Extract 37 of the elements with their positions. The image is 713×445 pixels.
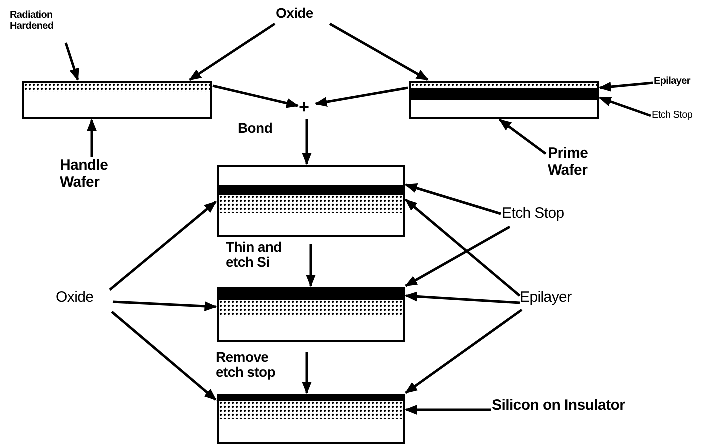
leader-arrow [188, 22, 276, 82]
leader-arrow [405, 199, 521, 297]
wafer-cross-section-drawing [217, 394, 405, 444]
leader-arrow [404, 292, 520, 304]
plus-sign: + [299, 98, 315, 118]
callout-label: Handle Wafer [60, 158, 120, 194]
leader-arrow [329, 22, 430, 82]
leader-arrow [87, 118, 97, 157]
wafer-cross-section-drawing [217, 287, 405, 342]
process-arrow [302, 119, 312, 166]
process-arrow [306, 244, 316, 288]
process-arrow [212, 84, 300, 108]
callout-label: Radiation Hardened [10, 10, 76, 42]
callout-label: Oxide [276, 6, 328, 26]
leader-arrow [109, 201, 217, 291]
wafer-cross-section-drawing [22, 81, 212, 119]
leader-arrow [404, 226, 511, 288]
callout-label: Etch Stop [652, 110, 712, 124]
process-arrow [302, 352, 312, 394]
leader-arrow [64, 42, 80, 82]
leader-arrow [598, 96, 652, 118]
callout-label: Oxide [56, 290, 112, 310]
callout-label: Prime Wafer [548, 146, 604, 182]
leader-arrow [111, 311, 217, 401]
callout-label: Etch Stop [502, 206, 592, 226]
leader-arrow [404, 184, 502, 216]
leader-arrow [404, 308, 523, 394]
leader-arrow [598, 82, 654, 92]
wafer-cross-section-drawing [217, 165, 405, 237]
leader-arrow [112, 300, 218, 312]
process-arrow [314, 86, 408, 107]
wafer-cross-section-drawing [409, 81, 599, 119]
leader-arrow [404, 405, 491, 415]
callout-label: Silicon on Insulator [492, 398, 672, 418]
callout-label: Epilayer [520, 290, 590, 310]
callout-label: Epilayer [654, 76, 710, 90]
leader-arrow [499, 119, 547, 155]
